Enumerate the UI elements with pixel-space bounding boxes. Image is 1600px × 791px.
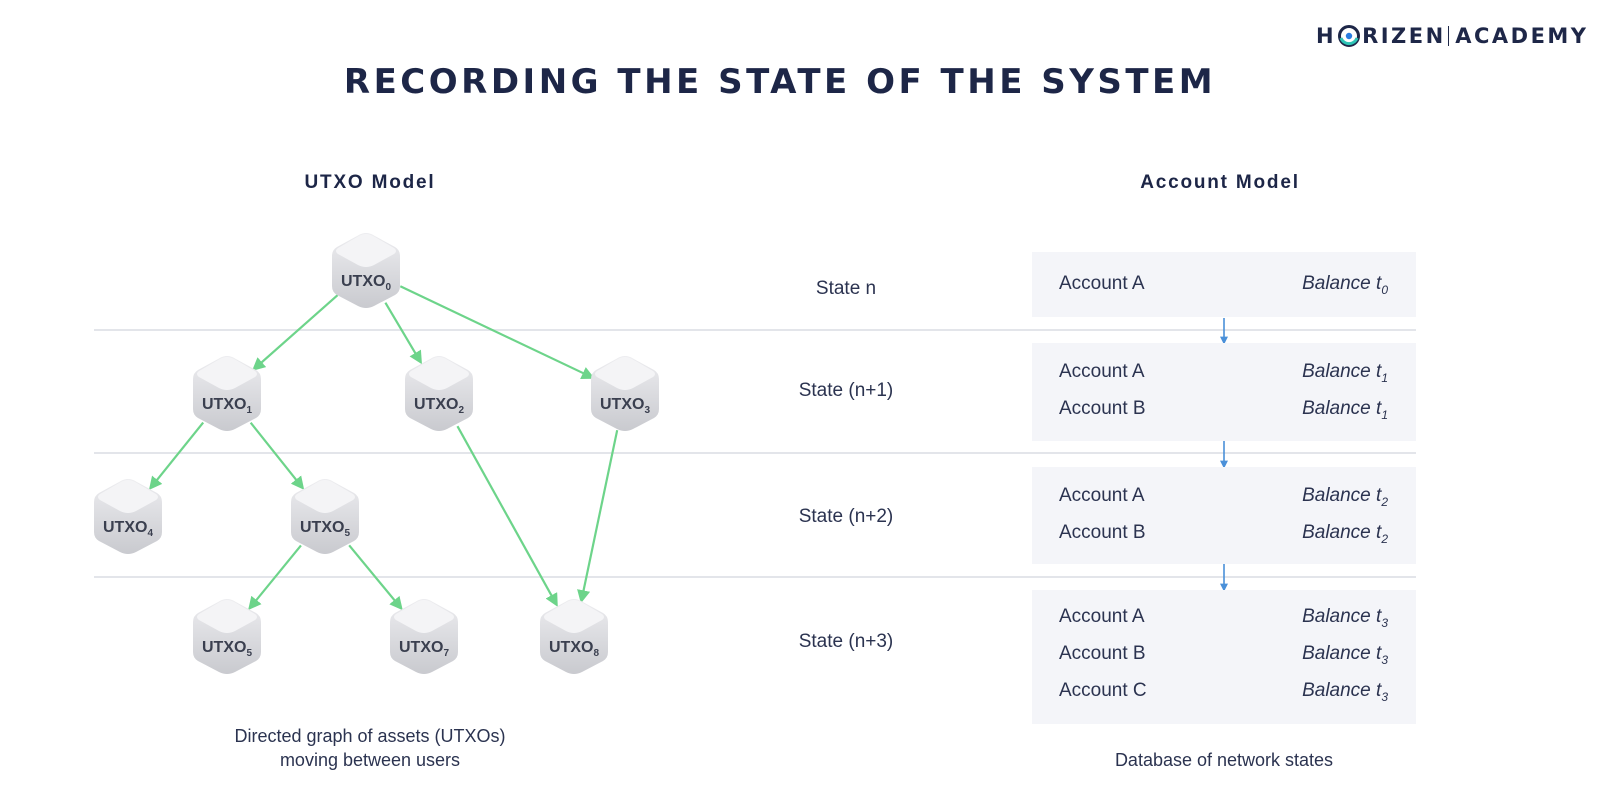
utxo-node: UTXO5: [288, 477, 362, 555]
utxo-node: UTXO2: [402, 354, 476, 432]
state-label-n3: State (n+3): [798, 631, 894, 652]
account-model-title: Account Model: [1140, 172, 1300, 193]
account-row: Account B Balance t1: [1059, 398, 1388, 422]
horizen-ring-icon: [1338, 25, 1361, 47]
account-row: Account B Balance t3: [1059, 643, 1388, 667]
utxo-model-caption: Directed graph of assets (UTXOs) moving …: [234, 726, 506, 770]
account-row: Account B Balance t2: [1059, 522, 1388, 546]
account-row: Account A Balance t3: [1059, 606, 1388, 630]
account-row: Account A Balance t1: [1059, 361, 1388, 385]
utxo-edge-arrow: [248, 544, 302, 611]
state-label-n: State n: [815, 278, 877, 299]
horizen-academy-logo: H RIZEN ACADEMY: [1316, 24, 1589, 48]
utxo-node: UTXO7: [387, 597, 461, 675]
account-state-block: Account A Balance t2 Account B Balance t…: [1032, 467, 1416, 564]
cube-icon: [332, 233, 400, 308]
utxo-edge-arrow: [251, 294, 339, 371]
page-title: RECORDING THE STATE OF THE SYSTEM: [343, 62, 1217, 102]
utxo-edge-arrow: [399, 285, 595, 379]
utxo-node: UTXO0: [329, 231, 403, 309]
cube-icon: [390, 599, 458, 674]
utxo-node: UTXO5: [190, 597, 264, 675]
utxo-edge-arrow: [577, 429, 619, 604]
state-separator: [94, 576, 1416, 578]
utxo-edge-arrow: [456, 425, 558, 607]
utxo-node: UTXO3: [588, 354, 662, 432]
utxo-edge-arrow: [148, 421, 205, 491]
account-model-caption: Database of network states: [1114, 750, 1334, 770]
account-state-block: Account A Balance t0: [1032, 252, 1416, 317]
account-state-block: Account A Balance t3 Account B Balance t…: [1032, 590, 1416, 724]
state-separator: [94, 329, 1416, 331]
state-label-n1: State (n+1): [798, 380, 894, 401]
utxo-model-title: UTXO Model: [304, 172, 436, 193]
account-row: Account A Balance t0: [1059, 273, 1388, 297]
cube-icon: [94, 479, 162, 554]
cube-icon: [591, 356, 659, 431]
utxo-node: UTXO8: [537, 597, 611, 675]
utxo-edge-arrow: [249, 422, 305, 490]
account-row: Account A Balance t2: [1059, 485, 1388, 509]
cube-icon: [193, 356, 261, 431]
cube-icon: [540, 599, 608, 674]
utxo-node: UTXO1: [190, 354, 264, 432]
account-state-block: Account A Balance t1 Account B Balance t…: [1032, 343, 1416, 441]
state-separator: [94, 452, 1416, 454]
logo-divider: [1447, 26, 1450, 46]
utxo-edge-arrow: [384, 302, 422, 365]
utxo-node: UTXO4: [91, 477, 165, 555]
cube-icon: [405, 356, 473, 431]
account-row: Account C Balance t3: [1059, 680, 1388, 704]
cube-icon: [193, 599, 261, 674]
cube-icon: [291, 479, 359, 554]
utxo-edge-arrow: [348, 544, 403, 611]
state-label-n2: State (n+2): [798, 506, 894, 527]
